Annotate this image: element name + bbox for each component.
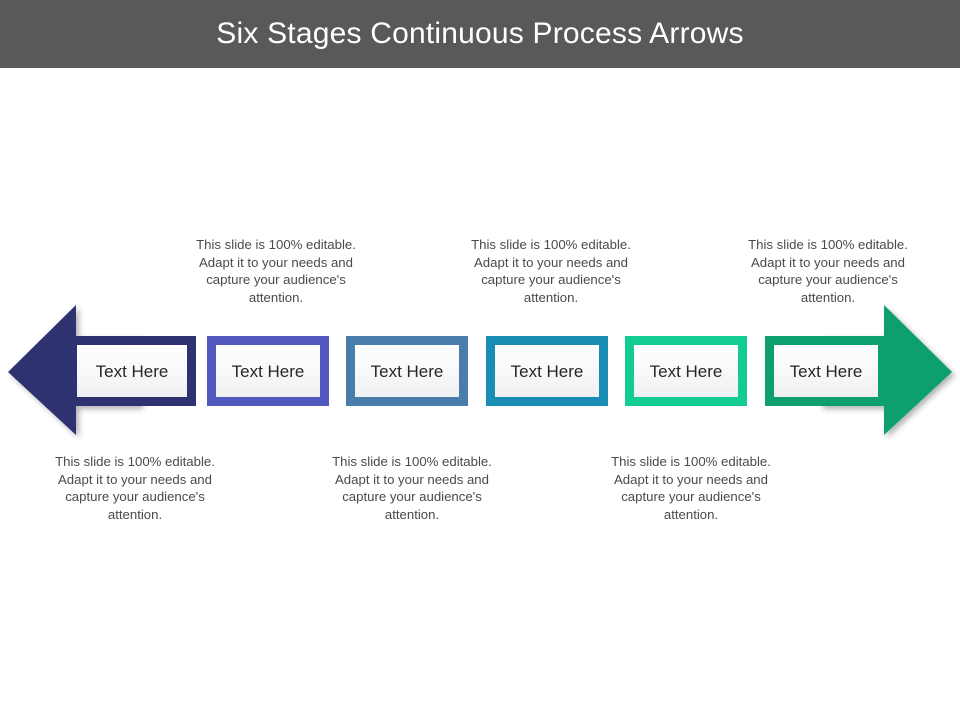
caption-top-1: This slide is 100% editable. Adapt it to…	[196, 237, 356, 305]
stage-box-5-inner: Text Here	[634, 345, 738, 397]
stage-box-3[interactable]: Text Here	[346, 336, 468, 406]
slide-canvas: Text Here Text Here Text Here Text Here …	[0, 68, 960, 720]
page-title: Six Stages Continuous Process Arrows	[216, 17, 744, 50]
stage-box-1[interactable]: Text Here	[68, 336, 196, 406]
stage-box-4-inner: Text Here	[495, 345, 599, 397]
stage-label-6: Text Here	[789, 361, 863, 381]
stage-box-3-inner: Text Here	[355, 345, 459, 397]
stage-box-2-inner: Text Here	[216, 345, 320, 397]
caption-top-2: This slide is 100% editable. Adapt it to…	[471, 237, 631, 305]
stage-label-2: Text Here	[231, 361, 305, 381]
caption-top-3: This slide is 100% editable. Adapt it to…	[748, 237, 908, 305]
stage-box-6-inner: Text Here	[774, 345, 878, 397]
caption-bottom-2: This slide is 100% editable. Adapt it to…	[332, 454, 492, 522]
title-bar: Six Stages Continuous Process Arrows	[0, 0, 960, 68]
process-arrows-diagram: Text Here Text Here Text Here Text Here …	[0, 68, 960, 720]
caption-bottom-3: This slide is 100% editable. Adapt it to…	[611, 454, 771, 522]
caption-bottom-1: This slide is 100% editable. Adapt it to…	[55, 454, 215, 522]
stage-box-2[interactable]: Text Here	[207, 336, 329, 406]
stage-box-5[interactable]: Text Here	[625, 336, 747, 406]
stage-box-6[interactable]: Text Here	[765, 336, 887, 406]
stage-label-3: Text Here	[370, 361, 444, 381]
stage-label-5: Text Here	[649, 361, 723, 381]
stage-box-1-inner: Text Here	[77, 345, 187, 397]
stage-box-4[interactable]: Text Here	[486, 336, 608, 406]
stage-label-4: Text Here	[510, 361, 584, 381]
stage-label-1: Text Here	[95, 361, 169, 381]
